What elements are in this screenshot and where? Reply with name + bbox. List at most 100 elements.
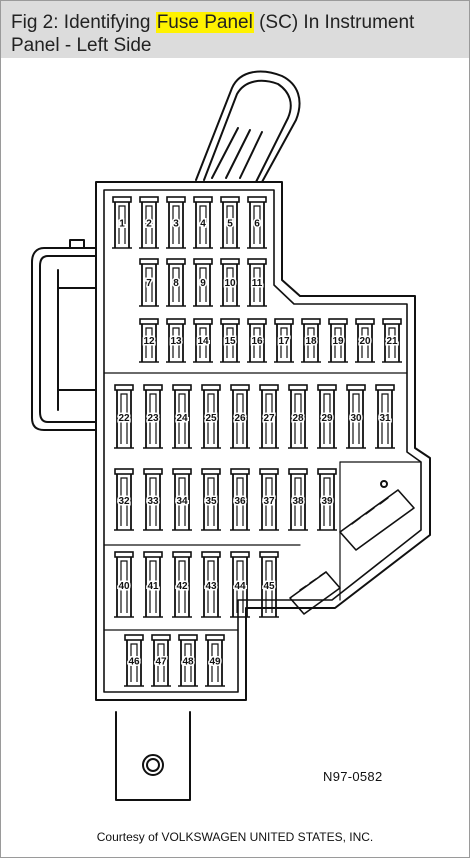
figure-title: Fig 2: Identifying Fuse Panel (SC) In In… — [11, 11, 463, 57]
fuse-label: 44 — [234, 581, 246, 592]
fuse-label: 29 — [321, 413, 333, 424]
fuse-label: 46 — [128, 656, 140, 667]
fuse-label: 9 — [200, 278, 206, 289]
fuse-label: 31 — [379, 413, 391, 424]
fuse-44: 44 — [230, 551, 250, 618]
fuse-20: 20 — [355, 318, 375, 363]
fuse-label: 11 — [252, 278, 263, 289]
fuse-34: 34 — [172, 468, 192, 531]
fuse-label: 6 — [254, 218, 260, 229]
fuse-label: 10 — [224, 278, 236, 289]
fuse-label: 41 — [147, 581, 159, 592]
fuse-label: 16 — [251, 336, 263, 347]
fuse-label: 45 — [263, 581, 275, 592]
fuse-label: 12 — [143, 336, 155, 347]
fuse-label: 22 — [118, 413, 130, 424]
fuse-42: 42 — [172, 551, 192, 618]
diagram-code: N97-0582 — [323, 769, 383, 784]
fuse-7: 7 — [139, 258, 159, 307]
fuse-43: 43 — [201, 551, 221, 618]
fuse-22: 22 — [114, 384, 134, 449]
fuse-label: 7 — [146, 278, 152, 289]
title-highlight: Fuse Panel — [155, 12, 254, 33]
fuse-41: 41 — [143, 551, 163, 618]
fuse-9: 9 — [193, 258, 213, 307]
fuse-36: 36 — [230, 468, 250, 531]
fuse-8: 8 — [166, 258, 186, 307]
fuse-26: 26 — [230, 384, 250, 449]
fuse-35: 35 — [201, 468, 221, 531]
fuse-label: 28 — [292, 413, 304, 424]
fuse-label: 42 — [176, 581, 188, 592]
fuse-label: 32 — [118, 496, 130, 507]
fuse-49: 49 — [205, 634, 225, 687]
fuse-label: 35 — [205, 496, 217, 507]
fuse-29: 29 — [317, 384, 337, 449]
fuse-45: 45 — [259, 551, 279, 618]
fuse-label: 13 — [170, 336, 182, 347]
credit-line: Courtesy of VOLKSWAGEN UNITED STATES, IN… — [96, 830, 374, 844]
fuse-3: 3 — [166, 196, 186, 249]
fuse-label: 37 — [263, 496, 275, 507]
fuse-31: 31 — [375, 384, 395, 449]
mounting-hole-icon — [142, 754, 164, 776]
fuse-10: 10 — [220, 258, 240, 307]
fuse-24: 24 — [172, 384, 192, 449]
fuse-label: 36 — [234, 496, 246, 507]
fuse-15: 15 — [220, 318, 240, 363]
fuse-label: 38 — [292, 496, 304, 507]
fuse-47: 47 — [151, 634, 171, 687]
fuse-28: 28 — [288, 384, 308, 449]
top-mounting-tab — [195, 70, 301, 183]
fuse-48: 48 — [178, 634, 198, 687]
fuse-label: 27 — [263, 413, 275, 424]
fuse-33: 33 — [143, 468, 163, 531]
fuse-label: 39 — [321, 496, 333, 507]
fuse-label: 3 — [173, 218, 179, 229]
fuse-40: 40 — [114, 551, 134, 618]
fuse-label: 17 — [278, 336, 290, 347]
fuse-19: 19 — [328, 318, 348, 363]
fuse-18: 18 — [301, 318, 321, 363]
fuse-37: 37 — [259, 468, 279, 531]
fuse-label: 34 — [176, 496, 188, 507]
fuse-label: 20 — [359, 336, 371, 347]
left-connector-housing — [31, 247, 96, 431]
fuse-25: 25 — [201, 384, 221, 449]
fuse-label: 4 — [200, 218, 206, 229]
fuse-46: 46 — [124, 634, 144, 687]
fuse-label: 1 — [119, 218, 125, 229]
fuse-label: 43 — [205, 581, 217, 592]
fuse-21: 21 — [382, 318, 402, 363]
fuse-label: 23 — [147, 413, 159, 424]
fuse-label: 24 — [176, 413, 188, 424]
fuse-12: 12 — [139, 318, 159, 363]
fuse-label: 18 — [305, 336, 317, 347]
fuse-4: 4 — [193, 196, 213, 249]
fuse-label: 48 — [182, 656, 194, 667]
fuse-39: 39 — [317, 468, 337, 531]
fuse-label: 33 — [147, 496, 159, 507]
title-suffix: (SC) In Instrument Panel - Left Side — [11, 12, 415, 56]
fuse-label: 21 — [386, 336, 398, 347]
fuse-label: 8 — [173, 278, 179, 289]
fuse-16: 16 — [247, 318, 267, 363]
relay-block-upper — [339, 489, 415, 551]
fuse-label: 19 — [332, 336, 344, 347]
fuse-5: 5 — [220, 196, 240, 249]
fuse-38: 38 — [288, 468, 308, 531]
fuse-label: 2 — [146, 218, 152, 229]
fuse-2: 2 — [139, 196, 159, 249]
fuse-13: 13 — [166, 318, 186, 363]
fuse-32: 32 — [114, 468, 134, 531]
fuse-23: 23 — [143, 384, 163, 449]
fuse-label: 5 — [227, 218, 233, 229]
fuse-label: 14 — [197, 336, 209, 347]
fuse-14: 14 — [193, 318, 213, 363]
fuse-label: 49 — [209, 656, 221, 667]
title-prefix: Fig 2: Identifying — [11, 12, 156, 33]
fuse-label: 47 — [155, 656, 167, 667]
fuse-label: 40 — [118, 581, 130, 592]
fuse-27: 27 — [259, 384, 279, 449]
